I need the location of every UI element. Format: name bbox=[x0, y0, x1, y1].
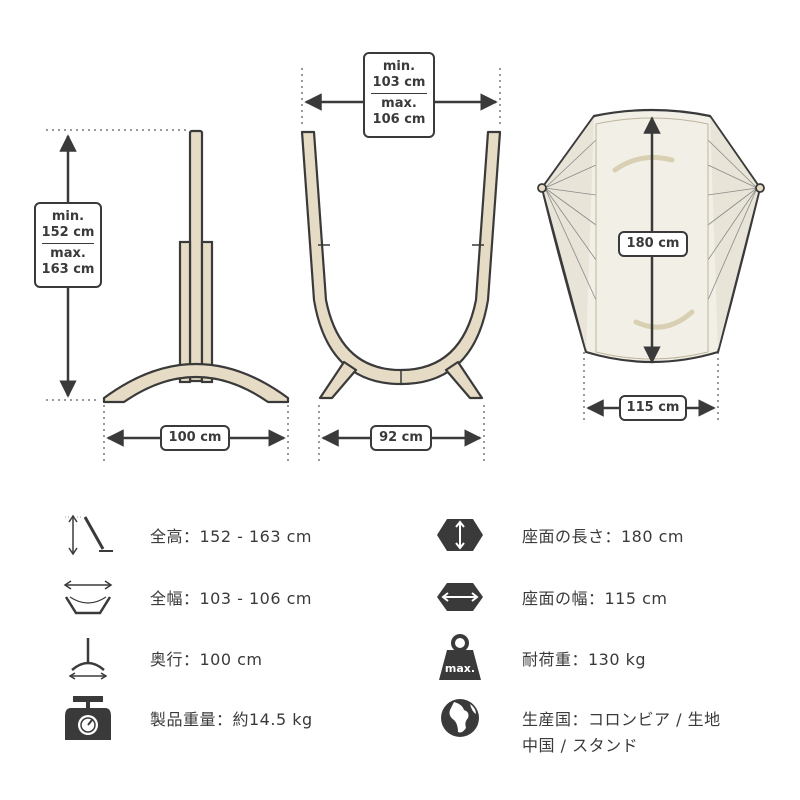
max-load-icon: max. bbox=[432, 634, 488, 680]
height-min-value: 152 cm bbox=[41, 225, 95, 240]
width-min-value: 103 cm bbox=[372, 75, 426, 90]
spec-height-text: 全高：152 - 163 cm bbox=[150, 527, 312, 546]
spec-width: 全幅：103 - 106 cm bbox=[60, 575, 312, 619]
height-max-value: 163 cm bbox=[41, 262, 95, 277]
spec-origin-text-line2: 中国 / スタンド bbox=[522, 736, 639, 755]
spec-width-text: 全幅：103 - 106 cm bbox=[150, 589, 312, 608]
spec-origin: 生産国：コロンビア / 生地 中国 / スタンド bbox=[432, 696, 721, 755]
depth-label: 100 cm bbox=[160, 425, 230, 451]
width-max-label: max. bbox=[381, 96, 417, 111]
width-max-value: 106 cm bbox=[372, 112, 426, 127]
spec-origin-text: 生産国：コロンビア / 生地 bbox=[522, 710, 721, 729]
height-max-label: max. bbox=[50, 246, 86, 261]
spec-depth: 奥行：100 cm bbox=[60, 636, 263, 680]
spec-seat-width: 座面の幅：115 cm bbox=[432, 575, 668, 619]
spec-max-load-text: 耐荷重：130 kg bbox=[522, 650, 647, 669]
height-icon bbox=[60, 513, 116, 557]
seat-length-icon bbox=[432, 513, 488, 557]
seat-length-label: 180 cm bbox=[618, 231, 688, 257]
spec-max-load: max. 耐荷重：130 kg bbox=[432, 634, 647, 680]
height-min-label: min. bbox=[51, 209, 85, 224]
width-label: min. 103 cm max. 106 cm bbox=[363, 52, 435, 138]
scale-icon bbox=[60, 696, 116, 740]
height-label: min. 152 cm max. 163 cm bbox=[34, 202, 102, 288]
spec-seat-length-text: 座面の長さ：180 cm bbox=[522, 527, 685, 546]
depth-icon bbox=[60, 636, 116, 680]
spec-weight: 製品重量：約14.5 kg bbox=[60, 696, 313, 740]
dimension-diagram bbox=[46, 68, 765, 462]
seat-width-label: 115 cm bbox=[619, 395, 687, 421]
side-view-stand bbox=[46, 129, 290, 462]
inner-width-label: 92 cm bbox=[370, 425, 432, 451]
width-min-label: min. bbox=[382, 59, 416, 74]
top-view-hammock bbox=[537, 108, 765, 420]
seat-width-icon bbox=[432, 575, 488, 619]
spec-depth-text: 奥行：100 cm bbox=[150, 650, 263, 669]
spec-seat-length: 座面の長さ：180 cm bbox=[432, 513, 684, 557]
globe-icon bbox=[432, 696, 488, 740]
spec-seat-width-text: 座面の幅：115 cm bbox=[522, 589, 668, 608]
width-icon bbox=[60, 575, 116, 619]
spec-weight-text: 製品重量：約14.5 kg bbox=[150, 710, 313, 729]
spec-height: 全高：152 - 163 cm bbox=[60, 513, 312, 557]
max-badge-text: max. bbox=[445, 662, 475, 675]
